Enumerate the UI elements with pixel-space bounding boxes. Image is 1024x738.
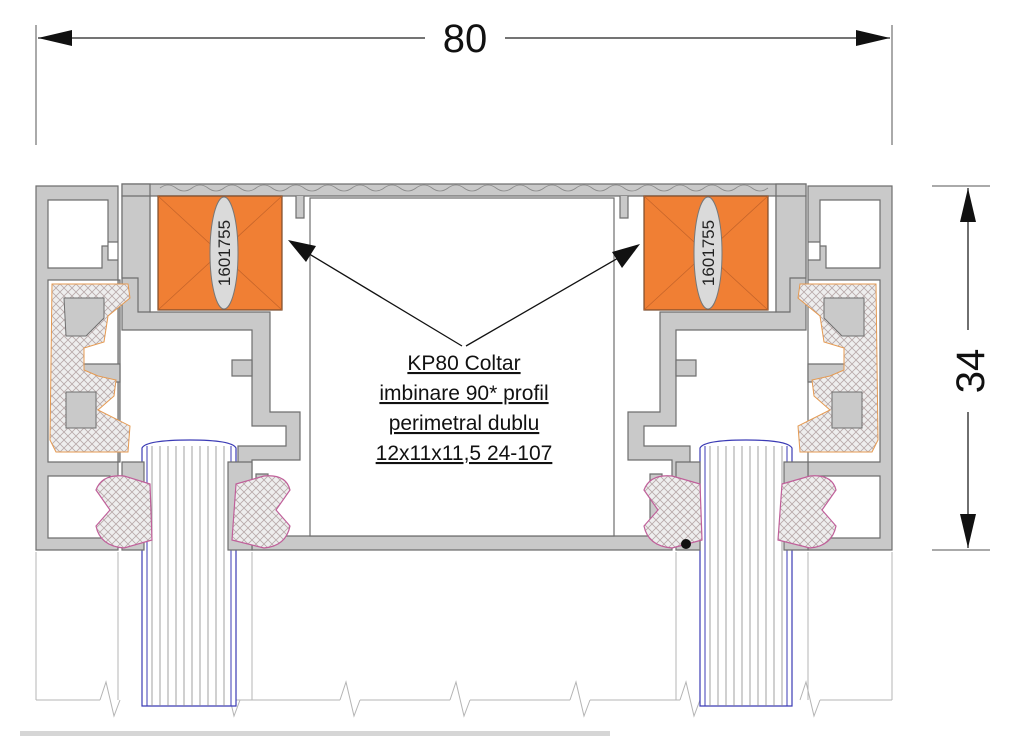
note-line-4: 12x11x11,5 24-107 [376, 442, 553, 465]
aluminium-profile [35, 183, 893, 551]
dimension-arrow-right [856, 30, 890, 46]
height-dimension-label: 34 [949, 349, 993, 394]
note-line-2: imbinare 90* profil [379, 382, 548, 405]
lower-section-lines [35, 552, 893, 718]
gasket-left-inner [231, 475, 291, 549]
note-line-3: perimetral dublu [389, 412, 540, 435]
callout-note: KP80 Coltar imbinare 90* profil perimetr… [376, 352, 553, 465]
gasket-right-outer [777, 475, 837, 549]
gaskets [95, 475, 837, 549]
dimension-arrow-down [960, 514, 976, 548]
note-line-1: KP80 Coltar [407, 352, 520, 375]
insulation-right [797, 283, 879, 453]
gasket-left-outer [95, 475, 153, 549]
top-rail-ridges [159, 184, 769, 192]
dimension-arrow-up [960, 188, 976, 222]
scrollbar-track [20, 731, 610, 736]
glazing-block-right: 1601755 [643, 195, 769, 311]
sealant-dot [681, 539, 691, 549]
width-dimension-label: 80 [443, 17, 488, 61]
width-dimension: 80 [35, 17, 893, 145]
glazing-block-left: 1601755 [157, 195, 283, 311]
insulation-left [49, 283, 131, 453]
block-code-left: 1601755 [215, 220, 234, 286]
dimension-arrow-left [38, 30, 72, 46]
glass-pane-left [141, 439, 237, 707]
height-dimension: 34 [932, 185, 993, 551]
glass-pane-right [699, 439, 793, 707]
callout-arrows [288, 240, 640, 347]
block-code-right: 1601755 [699, 220, 718, 286]
